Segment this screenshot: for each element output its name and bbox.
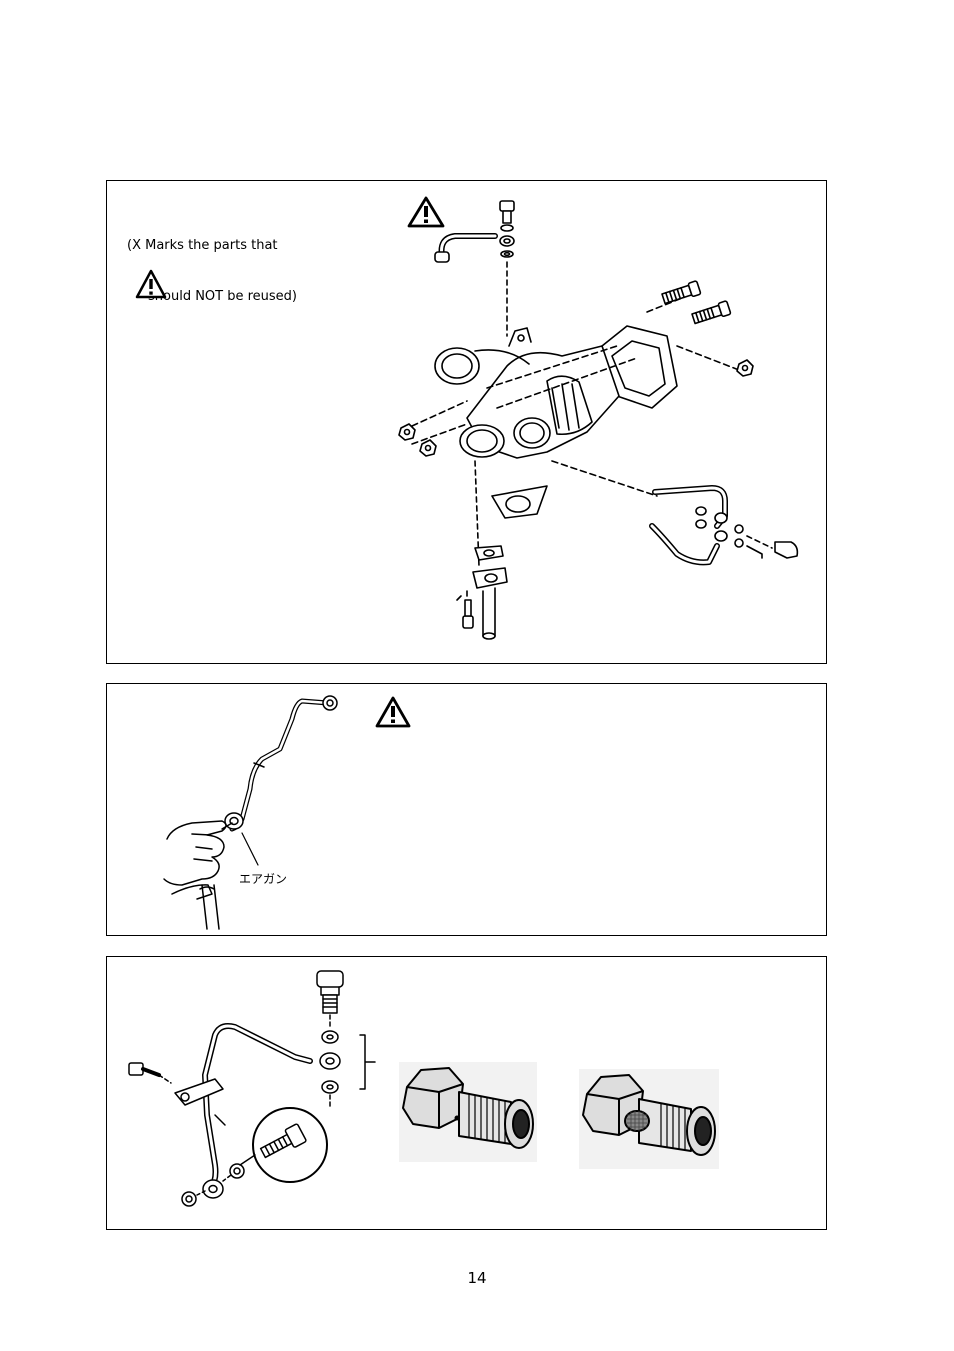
warning-triangle-icon [407, 196, 445, 228]
warning-triangle-icon [135, 269, 167, 299]
air-gun-illustration [163, 695, 338, 930]
air-gun-label: エアガン [239, 872, 288, 886]
reuse-note: (X Marks the parts that should NOT be re… [127, 203, 297, 339]
reuse-note-line1: (X Marks the parts that [127, 238, 278, 253]
warning-triangle-icon [375, 696, 411, 728]
union-bolt-with-filter-icon [579, 1069, 719, 1169]
union-bolt-panel [106, 956, 827, 1230]
page-number: 14 [467, 1269, 487, 1287]
oil-pipe-exploded-diagram [128, 970, 376, 1207]
reuse-note-line2: should NOT be reused) [148, 289, 298, 304]
turbocharger-diagram [398, 200, 799, 640]
union-bolt-icon [399, 1062, 537, 1162]
air-gun-panel: エアガン [106, 683, 827, 936]
turbo-exploded-panel: (X Marks the parts that should NOT be re… [106, 180, 827, 664]
